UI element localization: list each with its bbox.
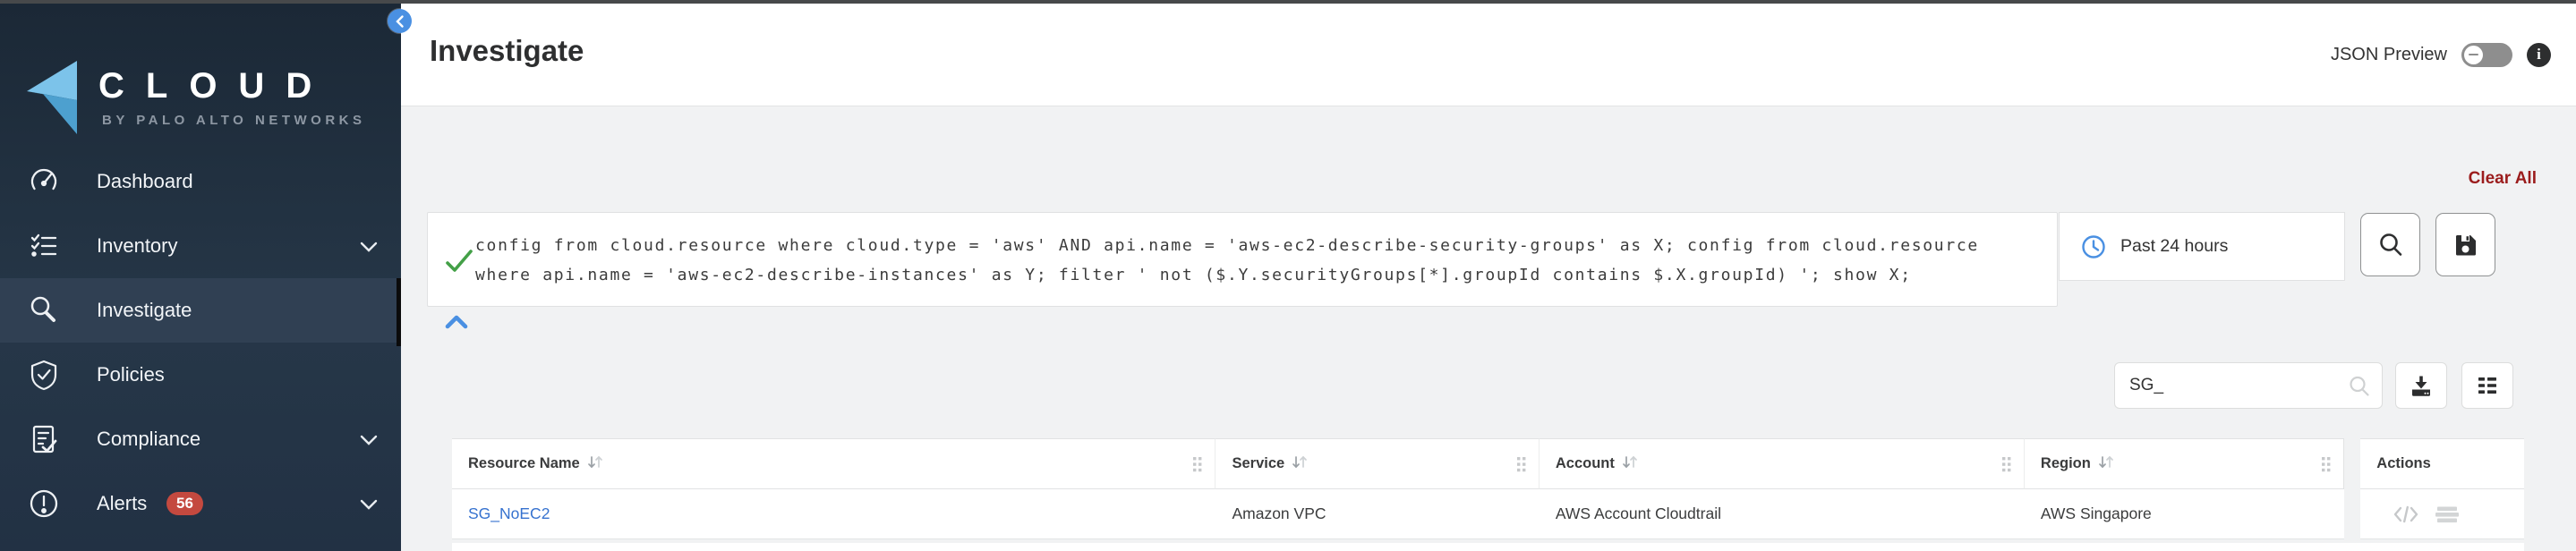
json-preview-toggle[interactable] — [2461, 42, 2512, 67]
download-icon — [2412, 376, 2430, 396]
sidebar-item-label: Policies — [97, 363, 165, 386]
info-icon[interactable]: i — [2527, 42, 2551, 67]
column-header-actions: Actions — [2360, 438, 2524, 489]
download-results-button[interactable] — [2395, 362, 2447, 409]
alerts-icon — [27, 487, 61, 521]
brand-tagline: BY PALO ALTO NETWORKS — [102, 113, 366, 128]
table-row: SG_NoEC2 Amazon VPC AWS Account Cloudtra… — [452, 489, 2524, 539]
run-search-button[interactable] — [2360, 213, 2420, 276]
column-header-account[interactable]: Account — [1539, 438, 2025, 489]
query-text[interactable]: config from cloud.resource where cloud.t… — [475, 236, 1979, 284]
results-table: Resource Name Service — [452, 438, 2524, 539]
resource-link[interactable]: SG_NoEC2 — [468, 504, 550, 522]
dashboard-icon — [27, 165, 61, 199]
column-header-service[interactable]: Service — [1215, 438, 1540, 489]
results-filter — [2114, 362, 2383, 409]
sidebar-item-label: Dashboard — [97, 170, 193, 192]
search-icon — [2348, 375, 2371, 403]
sidebar-scrollbar-thumb[interactable] — [397, 278, 401, 346]
cell-actions — [2360, 489, 2524, 539]
sort-icon — [1622, 454, 1638, 474]
json-preview-label: JSON Preview — [2330, 44, 2447, 64]
clock-icon — [2082, 234, 2105, 259]
fixed-column-gap — [2344, 489, 2360, 539]
page-header: Investigate JSON Preview i — [401, 4, 2576, 106]
sort-icon — [2098, 454, 2114, 474]
alerts-count-badge: 56 — [166, 492, 203, 515]
inventory-icon — [27, 229, 61, 263]
sidebar-item-dashboard[interactable]: Dashboard — [0, 149, 401, 214]
column-header-resource-name[interactable]: Resource Name — [452, 438, 1216, 489]
chevron-down-icon — [360, 434, 378, 450]
cell-account: AWS Account Cloudtrail — [1539, 489, 2025, 539]
chevron-down-icon — [360, 498, 378, 514]
sidebar-item-label: Investigate — [97, 299, 192, 321]
chevron-left-icon — [395, 14, 404, 28]
brand-logo: CLOUD BY PALO ALTO NETWORKS — [23, 55, 381, 136]
brand-name: CLOUD — [98, 66, 334, 106]
fixed-column-gap — [2344, 438, 2360, 489]
chevron-up-icon — [445, 315, 468, 329]
sidebar-item-alerts[interactable]: Alerts 56 — [0, 471, 401, 536]
sidebar-collapse-button[interactable] — [388, 9, 412, 33]
table-header-row: Resource Name Service — [452, 438, 2524, 489]
column-settings-button[interactable] — [2461, 362, 2513, 409]
time-range-value: Past 24 hours — [2120, 236, 2229, 256]
columns-icon — [2478, 377, 2496, 394]
sidebar-item-policies[interactable]: Policies — [0, 343, 401, 407]
sort-icon — [587, 454, 603, 474]
time-range-selector[interactable]: Past 24 hours — [2059, 212, 2345, 281]
sidebar-item-label: Inventory — [97, 234, 178, 257]
cell-region: AWS Singapore — [2024, 489, 2345, 539]
sort-icon — [1292, 454, 1308, 474]
sidebar-item-compliance[interactable]: Compliance — [0, 407, 401, 471]
column-drag-handle-icon[interactable] — [1516, 457, 1526, 477]
cell-service: Amazon VPC — [1215, 489, 1540, 539]
cloud-logo-icon — [27, 61, 77, 134]
sidebar: CLOUD BY PALO ALTO NETWORKS Dashboard — [0, 4, 401, 551]
cell-resource-name: SG_NoEC2 — [452, 489, 1216, 539]
policies-icon — [27, 358, 61, 392]
sidebar-item-investigate[interactable]: Investigate — [0, 278, 401, 343]
search-icon — [2379, 233, 2401, 256]
clear-all-link[interactable]: Clear All — [2468, 169, 2537, 188]
code-icon[interactable] — [2393, 504, 2419, 524]
query-input-card[interactable]: config from cloud.resource where cloud.t… — [427, 212, 2058, 307]
column-drag-handle-icon[interactable] — [2001, 457, 2011, 477]
top-window-strip — [0, 0, 2576, 4]
minus-icon — [2469, 53, 2478, 56]
column-drag-handle-icon[interactable] — [2322, 457, 2331, 477]
chevron-down-icon — [360, 241, 378, 257]
query-collapse-toggle[interactable] — [444, 314, 469, 335]
save-icon — [2455, 234, 2476, 255]
toggle-knob — [2464, 45, 2483, 64]
sidebar-item-inventory[interactable]: Inventory — [0, 214, 401, 278]
compliance-icon — [27, 422, 61, 456]
results-filter-input[interactable] — [2115, 363, 2382, 408]
menu-icon[interactable] — [2434, 504, 2461, 524]
table-row-partial — [452, 543, 2524, 551]
column-drag-handle-icon[interactable] — [1193, 457, 1202, 477]
investigate-icon — [27, 293, 61, 327]
sidebar-item-label: Alerts — [97, 492, 148, 514]
page-title: Investigate — [430, 34, 584, 67]
valid-check-icon — [444, 249, 474, 280]
save-search-button[interactable] — [2435, 213, 2495, 276]
column-header-region[interactable]: Region — [2024, 438, 2345, 489]
sidebar-item-label: Compliance — [97, 428, 201, 450]
